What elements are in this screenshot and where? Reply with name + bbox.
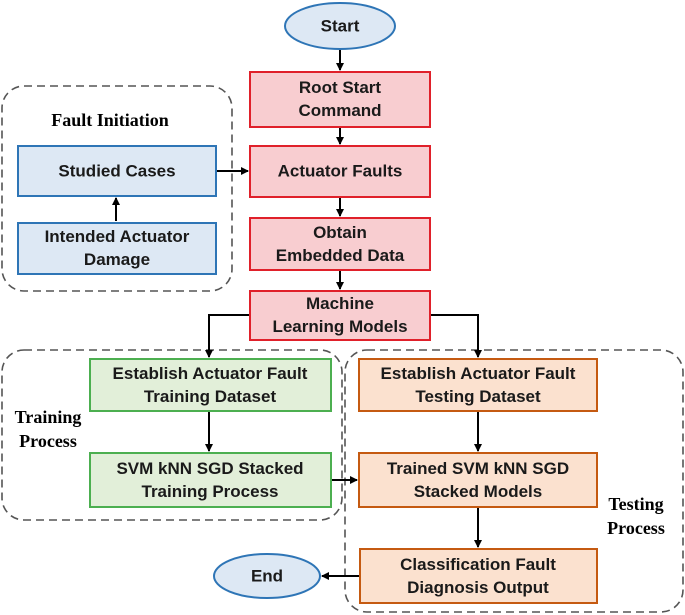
end-label: End (251, 567, 283, 586)
text-line: Embedded Data (276, 246, 405, 265)
text-line: Establish Actuator Fault (381, 364, 576, 383)
connectors (112, 50, 482, 580)
text-line: Process (607, 518, 665, 538)
training-process-group (1, 349, 343, 521)
text-line: Establish Actuator Fault (113, 364, 308, 383)
text-line: Actuator Faults (278, 162, 403, 181)
fault-initiation-group (1, 85, 233, 292)
root-start-command-box (249, 71, 431, 128)
actuator-faults-box (249, 145, 431, 198)
text-line: Stacked Models (414, 482, 543, 501)
text-line: Training Dataset (144, 387, 277, 406)
text-line: Process (19, 431, 77, 451)
text-line: Command (298, 101, 381, 120)
text-line: Machine (306, 294, 374, 313)
text-line: Training (15, 407, 82, 427)
actuator-faults-label: Actuator Faults (278, 162, 403, 181)
arrow-ml-to-training (205, 314, 250, 358)
trained-models-label: Trained SVM kNN SGD Stacked Models (387, 459, 569, 501)
text-line: Root Start (299, 78, 382, 97)
text-line: Start (321, 17, 360, 36)
testing-dataset-box (358, 358, 598, 412)
training-process-box (89, 452, 332, 508)
text-line: Learning Models (272, 317, 407, 336)
text-line: Trained SVM kNN SGD (387, 459, 569, 478)
text-line: Training Process (142, 482, 279, 501)
text-line: Classification Fault (400, 555, 556, 574)
classification-output-box (359, 548, 598, 604)
text-line: Testing Dataset (415, 387, 541, 406)
machine-learning-models-box (249, 290, 431, 341)
text-line: Obtain (313, 223, 367, 242)
obtain-embedded-data-box (249, 217, 431, 271)
studied-cases-box (17, 145, 217, 197)
text-line: End (251, 567, 283, 586)
start-label: Start (321, 17, 360, 36)
text-line: Testing (608, 494, 663, 514)
end-ellipse (213, 553, 321, 599)
text-line: Studied Cases (58, 162, 175, 181)
text-line: Intended Actuator (45, 227, 190, 246)
text-line: Diagnosis Output (407, 578, 549, 597)
start-ellipse (284, 2, 396, 50)
text-line: SVM kNN SGD Stacked (116, 459, 303, 478)
arrow-ml-to-testing (430, 314, 482, 358)
intended-actuator-damage-box (17, 222, 217, 275)
studied-cases-label: Studied Cases (58, 162, 175, 181)
text-line: Damage (84, 250, 150, 269)
fault-initiation-label: Fault Initiation (51, 110, 169, 130)
trained-models-box (358, 452, 598, 508)
training-dataset-box (89, 358, 332, 412)
text-line: Fault Initiation (51, 110, 169, 130)
